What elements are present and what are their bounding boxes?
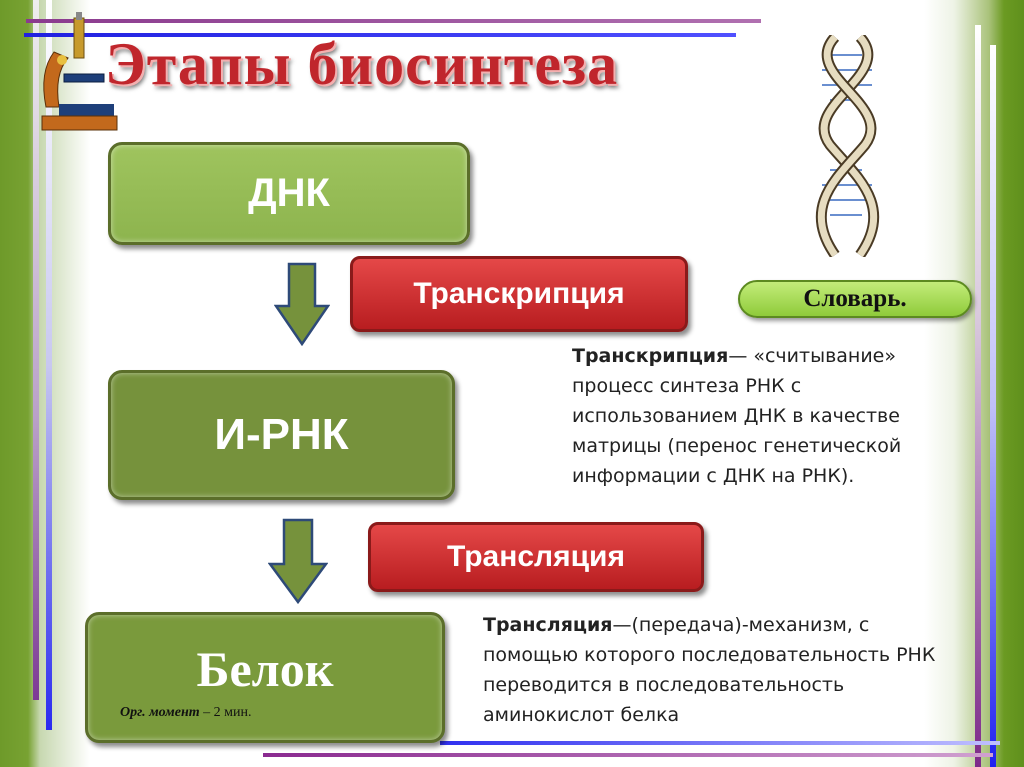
decor-line [46,0,52,730]
definition-term: Транскрипция [572,345,729,367]
stage-label: ДНК [248,171,330,215]
note-label: Орг. момент [120,705,200,720]
arrow-down-icon [268,518,328,604]
slide-title: Этапы биосинтеза [105,31,619,97]
process-label: Трансляция [447,540,625,573]
decor-line [26,19,761,23]
process-transcription: Транскрипция [350,256,688,332]
process-label: Транскрипция [413,277,625,310]
definition-translation: Трансляция—(передача)-механизм, с помощь… [483,610,958,730]
arrow-down-icon [274,262,330,346]
definition-text: — «считывание» процесс синтеза РНК с исп… [572,345,902,487]
stage-mrna: И-РНК [108,370,455,500]
decor-line [24,33,736,37]
definition-text: —(передача)-механизм, с помощью которого… [483,614,936,726]
time-note: Орг. момент – 2 мин. [120,705,251,721]
right-green-border [924,0,1024,767]
stage-label: И-РНК [214,410,349,459]
glossary-button[interactable]: Словарь. [738,280,972,318]
note-text: – 2 мин. [199,705,252,720]
definition-transcription: Транскрипция— «считывание» процесс синте… [572,341,962,491]
decor-line [990,45,996,767]
definition-term: Трансляция [483,614,613,636]
process-translation: Трансляция [368,522,704,592]
glossary-label: Словарь. [803,285,907,312]
stage-dna: ДНК [108,142,470,245]
microscope-icon [41,12,118,131]
stage-protein: Белок [85,612,445,743]
decor-line [440,741,1000,745]
decor-line [263,753,993,757]
dna-helix-image [815,35,880,257]
decor-line [975,25,981,767]
stage-label: Белок [196,640,334,697]
decor-line [33,0,39,700]
